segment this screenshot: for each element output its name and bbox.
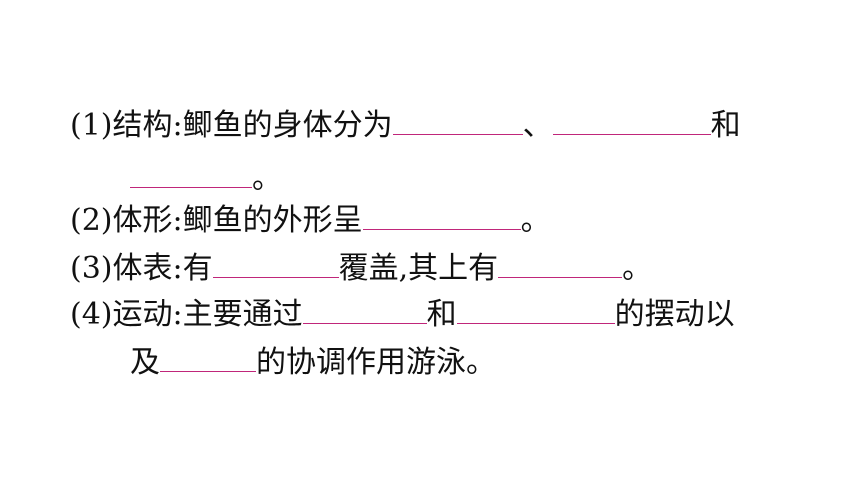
q3-label: 体表:: [112, 251, 183, 286]
q2-blank-1[interactable]: [362, 209, 521, 230]
q1-text-d: 。: [252, 161, 282, 196]
q1-text-b: 、: [522, 108, 553, 143]
q4-text-d: 及: [130, 345, 160, 380]
q2-line-1: (2)体形:鲫鱼的外形呈 。: [70, 203, 551, 239]
q4-text-c: 的摆动以: [614, 297, 735, 332]
q2-text-a: 鲫鱼的外形呈: [182, 203, 363, 238]
q1-number: (1): [70, 108, 113, 143]
q3-line-1: (3)体表:有 覆盖,其上有 。: [70, 251, 652, 287]
q3-blank-2[interactable]: [498, 257, 623, 278]
q4-line-2: 及 的协调作用游泳。: [130, 345, 496, 381]
q4-text-e: 的协调作用游泳。: [256, 345, 496, 380]
q1-blank-3[interactable]: [130, 167, 252, 188]
q3-number: (3): [70, 251, 113, 286]
q4-line-1: (4)运动:主要通过 和 的摆动以: [70, 297, 735, 333]
q4-blank-1[interactable]: [302, 303, 427, 324]
q4-text-b: 和: [426, 297, 457, 332]
q4-blank-3[interactable]: [160, 351, 256, 372]
q2-text-b: 。: [520, 203, 551, 238]
q2-label: 体形:: [112, 203, 183, 238]
q1-text-c: 和: [710, 108, 741, 143]
q1-line-1: (1)结构:鲫鱼的身体分为 、 和: [70, 108, 741, 144]
q4-text-a: 主要通过: [182, 297, 303, 332]
q4-label: 运动:: [112, 297, 183, 332]
q1-text-a: 鲫鱼的身体分为: [182, 108, 393, 143]
q1-line-2: 。: [130, 161, 282, 197]
q4-blank-2[interactable]: [456, 303, 615, 324]
q2-number: (2): [70, 203, 113, 238]
q3-blank-1[interactable]: [212, 257, 339, 278]
q3-text-b: 覆盖,其上有: [338, 251, 499, 286]
q1-blank-2[interactable]: [552, 114, 711, 135]
q4-number: (4): [70, 297, 113, 332]
q3-text-a: 有: [182, 251, 213, 286]
q1-blank-1[interactable]: [392, 114, 523, 135]
q1-label: 结构:: [112, 108, 183, 143]
q3-text-c: 。: [622, 251, 653, 286]
